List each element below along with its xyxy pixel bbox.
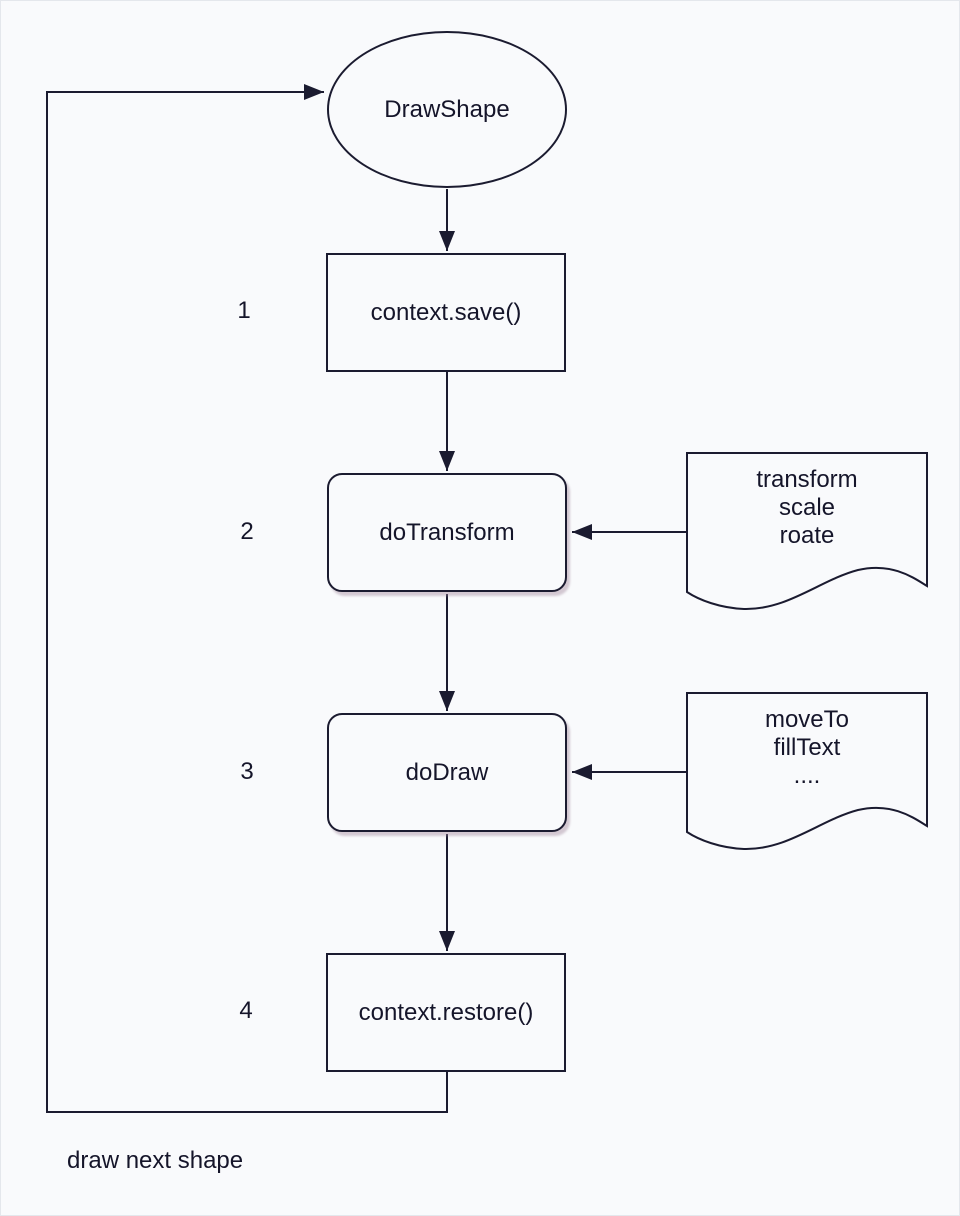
- process-node-context-save: context.save(): [326, 253, 566, 372]
- process-node-label: context.save(): [370, 298, 522, 326]
- note-shape-draw: [686, 692, 928, 851]
- step-number-1: 1: [237, 297, 251, 324]
- note-line: moveTo: [764, 706, 850, 733]
- note-line: scale: [778, 494, 836, 521]
- process-node-dodraw: doDraw: [327, 713, 567, 832]
- loop-label: draw next shape: [67, 1147, 244, 1174]
- note-line: ....: [793, 762, 821, 789]
- start-node-label: DrawShape: [384, 95, 510, 123]
- note-line: transform: [756, 466, 858, 493]
- note-text-transform: transform scale roate: [686, 466, 928, 550]
- process-node-label: doTransform: [379, 518, 515, 546]
- step-number-4: 4: [239, 997, 253, 1024]
- note-line: roate: [779, 522, 835, 549]
- process-node-label: context.restore(): [358, 998, 534, 1026]
- step-number-2: 2: [240, 518, 254, 545]
- process-node-label: doDraw: [405, 758, 489, 786]
- note-text-draw: moveTo fillText ....: [686, 706, 928, 790]
- step-number-3: 3: [240, 758, 254, 785]
- note-line: fillText: [773, 734, 841, 761]
- start-node: DrawShape: [327, 31, 567, 188]
- arrow-loop-back-to-start: [46, 84, 448, 1113]
- note-shape-transform: [686, 452, 928, 611]
- process-node-dotransform: doTransform: [327, 473, 567, 592]
- process-node-context-restore: context.restore(): [326, 953, 566, 1072]
